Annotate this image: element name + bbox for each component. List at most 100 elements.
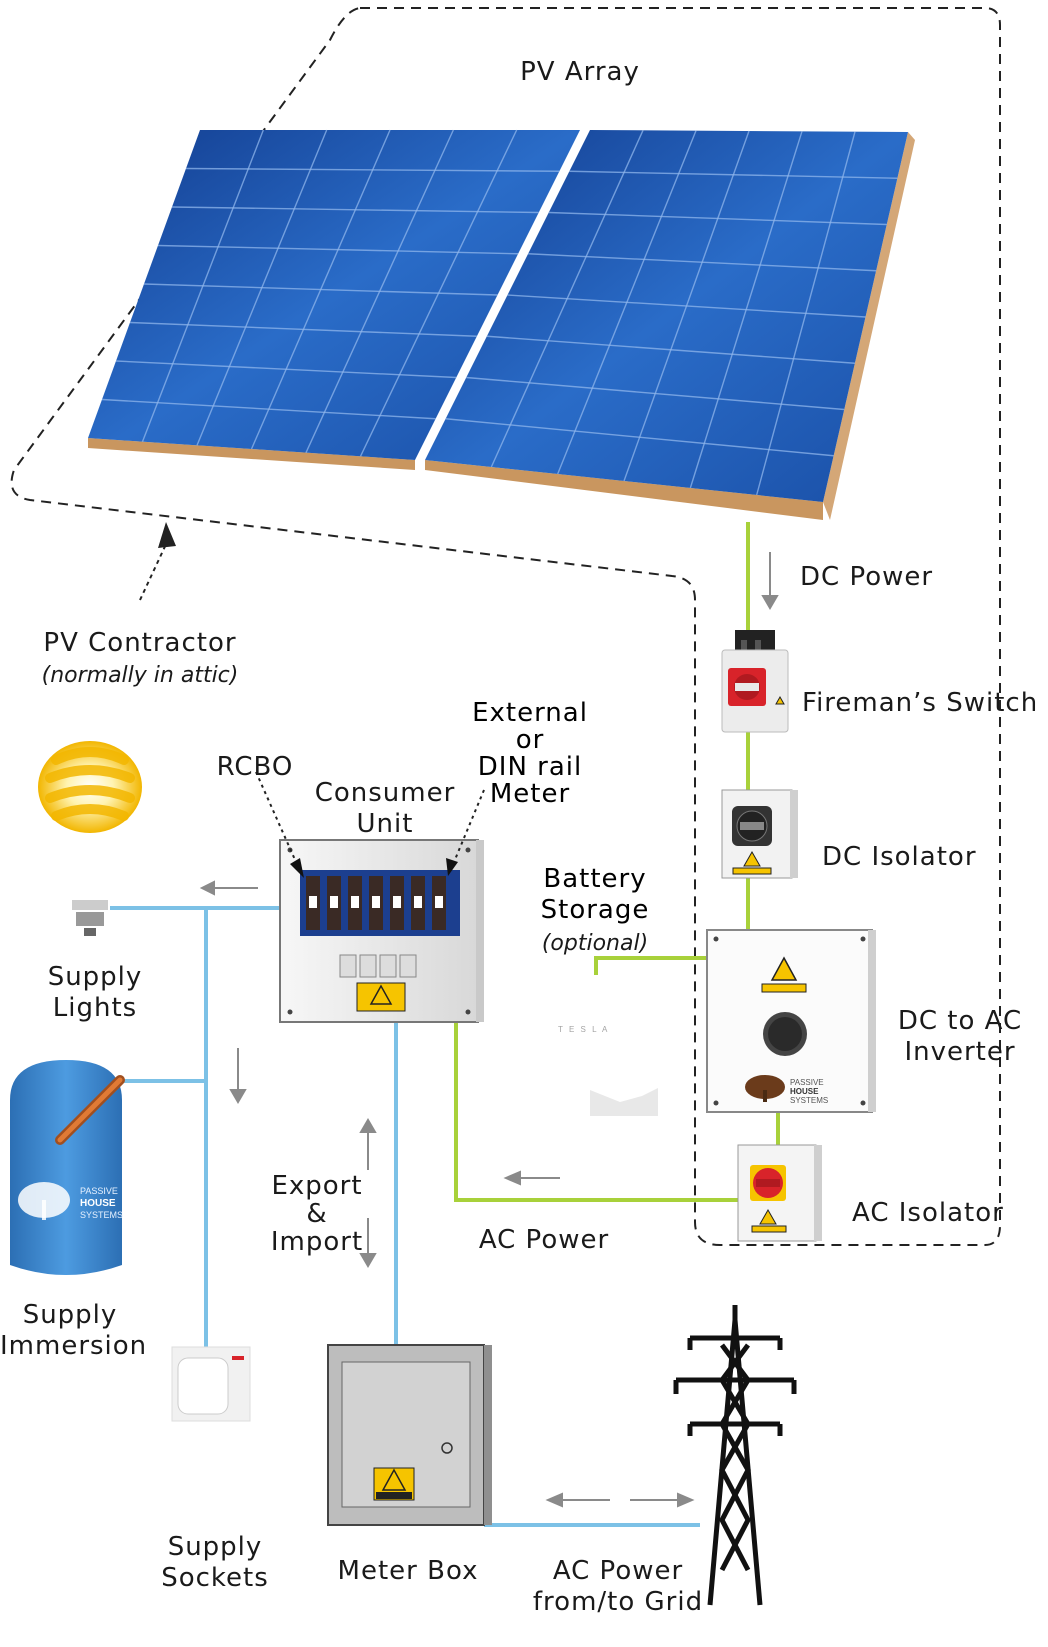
- label-supply-lights: Supply Lights: [30, 962, 160, 1024]
- label-rcbo: RCBO: [216, 752, 294, 782]
- panel-frame-right: [425, 460, 823, 520]
- panel-edge-right: [823, 132, 915, 520]
- rcbo-pointer: [255, 771, 297, 863]
- arrow-up-icon: [158, 522, 176, 548]
- consumer-unit[interactable]: [279, 839, 484, 1023]
- label-dc-power: DC Power: [800, 562, 934, 592]
- solar-panels: [88, 129, 915, 520]
- breaker-toggle[interactable]: [393, 896, 401, 908]
- panel-cell-grid: [101, 129, 898, 496]
- ac-isolator[interactable]: [737, 1144, 822, 1242]
- cell-divider: [157, 244, 519, 255]
- label-ac-isolator: AC Isolator: [852, 1198, 1004, 1228]
- arrow-down-icon: [446, 858, 458, 876]
- cell-divider: [445, 418, 834, 457]
- label-ac-grid-line2: from/to Grid: [532, 1587, 704, 1617]
- battery-storage: T E S L A: [558, 1025, 658, 1116]
- label-supply-lights-line2: Lights: [52, 993, 138, 1023]
- immersion-tank: PASSIVE HOUSE SYSTEMS: [10, 1060, 125, 1275]
- arrow-down-icon: [290, 858, 304, 878]
- logo-line3: SYSTEMS: [790, 1096, 828, 1105]
- label-dc-isolator: DC Isolator: [822, 842, 977, 872]
- pv-contractor-boundary: [10, 7, 1001, 1246]
- label-ac-power: AC Power: [478, 1225, 610, 1255]
- logo-line2: HOUSE: [790, 1087, 819, 1096]
- cell-divider: [185, 167, 560, 172]
- cell-divider: [101, 398, 436, 420]
- passive-house-logo: PASSIVE HOUSE SYSTEMS: [745, 1075, 828, 1105]
- label-external-meter-line4: Meter: [489, 779, 571, 809]
- light-bulb-icon: [38, 741, 142, 936]
- dc-isolator[interactable]: [721, 789, 798, 879]
- dc-to-ac-inverter[interactable]: PASSIVE HOUSE SYSTEMS: [706, 929, 876, 1113]
- breaker-toggle[interactable]: [351, 896, 359, 908]
- socket-icon[interactable]: [171, 1346, 251, 1422]
- label-export-import-line2: &: [306, 1199, 328, 1229]
- label-pv-contractor: PV Contractor: [43, 628, 237, 658]
- label-firemans-switch: Fireman’s Switch: [802, 688, 1039, 718]
- label-supply-sockets: Supply Sockets: [150, 1532, 280, 1594]
- breaker-row: [306, 876, 446, 930]
- logo-line1: PASSIVE: [790, 1078, 824, 1087]
- solar-panel-left: [88, 130, 580, 460]
- cell-divider: [507, 294, 866, 318]
- label-consumer-unit: Consumer Unit: [310, 778, 460, 840]
- label-export-import: Export & Import: [262, 1172, 372, 1256]
- label-external-meter-line2: or: [515, 725, 545, 755]
- label-pv-contractor-note: (normally in attic): [41, 663, 239, 688]
- panel-frame-left: [88, 438, 415, 470]
- cell-divider: [143, 283, 498, 296]
- label-ac-grid-line1: AC Power: [552, 1556, 684, 1586]
- solar-panel-right: [425, 130, 908, 502]
- label-supply-sockets-line1: Supply: [167, 1532, 263, 1562]
- label-battery-line2: Storage: [540, 895, 650, 925]
- cell-divider: [115, 360, 457, 379]
- breaker-toggle[interactable]: [309, 896, 317, 908]
- cell-divider: [171, 206, 539, 214]
- label-supply-lights-line1: Supply: [47, 962, 143, 992]
- logo-line2: HOUSE: [80, 1198, 116, 1209]
- label-inverter-line1: DC to AC: [897, 1006, 1023, 1036]
- label-supply-immersion-line1: Supply: [22, 1300, 118, 1330]
- breaker-toggle[interactable]: [372, 896, 380, 908]
- breaker-toggle[interactable]: [414, 896, 422, 908]
- label-inverter-line2: Inverter: [904, 1037, 1016, 1067]
- label-external-meter-line1: External: [472, 698, 588, 728]
- label-export-import-line3: Import: [270, 1227, 364, 1257]
- meter-box[interactable]: [327, 1344, 492, 1526]
- cell-divider: [486, 335, 855, 364]
- firemans-switch[interactable]: [721, 630, 789, 733]
- label-supply-sockets-line2: Sockets: [161, 1563, 269, 1593]
- cell-divider: [129, 321, 477, 337]
- label-battery-line1: Battery: [543, 864, 647, 894]
- label-consumer-unit-line1: Consumer: [314, 778, 456, 808]
- meter-pointer: [453, 789, 485, 863]
- label-supply-immersion-line2: Immersion: [0, 1331, 148, 1361]
- label-meter-box: Meter Box: [337, 1556, 479, 1586]
- logo-line3: SYSTEMS: [80, 1210, 123, 1220]
- label-supply-immersion: Supply Immersion: [0, 1300, 148, 1362]
- cell-divider: [466, 376, 845, 411]
- label-pv-array: PV Array: [520, 57, 640, 87]
- label-ac-grid: AC Power from/to Grid: [528, 1556, 708, 1618]
- battery-brand: T E S L A: [558, 1025, 609, 1034]
- label-external-meter-line3: DIN rail: [477, 752, 583, 782]
- breaker-toggle[interactable]: [435, 896, 443, 908]
- cell-divider: [569, 170, 898, 179]
- label-consumer-unit-line2: Unit: [356, 809, 414, 839]
- label-external-meter: External or DIN rail Meter: [460, 700, 600, 808]
- logo-line1: PASSIVE: [80, 1186, 118, 1196]
- pylon-icon: [673, 1305, 797, 1606]
- label-inverter: DC to AC Inverter: [890, 1006, 1030, 1068]
- label-export-import-line1: Export: [271, 1171, 363, 1201]
- flow-arrows: [199, 552, 779, 1508]
- cell-divider: [528, 253, 877, 272]
- label-battery-note: (optional): [541, 931, 649, 956]
- dc-wiring: [454, 522, 780, 1202]
- cell-divider: [548, 211, 887, 226]
- breaker-toggle[interactable]: [330, 896, 338, 908]
- pv-contractor-pointer: [139, 539, 169, 601]
- ac-wiring: [110, 906, 700, 1527]
- label-battery: Battery Storage: [530, 864, 660, 926]
